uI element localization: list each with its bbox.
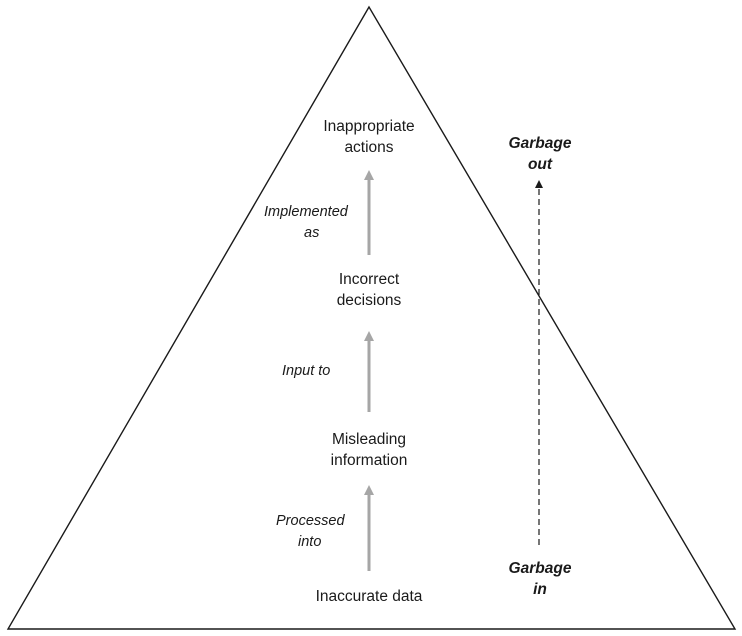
edge-processed-line1: Processed — [276, 513, 345, 529]
edge-input-line1: Input to — [282, 363, 331, 379]
node-information-line2: information — [330, 452, 408, 469]
node-decisions-line2: decisions — [336, 292, 402, 309]
edge-implemented-line1: Implemented — [264, 204, 348, 220]
garbage-out-line1: Garbage — [508, 135, 572, 152]
edge-implemented-line2: as — [304, 225, 320, 241]
node-inappropriate-actions: Inappropriate actions — [323, 116, 414, 158]
node-misleading-information: Misleading information — [331, 429, 408, 471]
node-actions-line1: Inappropriate — [323, 118, 415, 135]
garbage-in-line2: in — [533, 581, 547, 598]
garbage-in-label: Garbage in — [509, 558, 572, 600]
node-actions-line2: actions — [344, 139, 394, 156]
pyramid-outline — [6, 5, 737, 630]
edge-label-implemented-as: Implemented as — [264, 202, 348, 244]
edge-label-processed-into: Processed into — [276, 511, 345, 553]
node-information-line1: Misleading — [331, 431, 407, 448]
garbage-out-label: Garbage out — [509, 133, 572, 175]
garbage-out-line2: out — [527, 156, 553, 173]
edge-processed-line2: into — [298, 534, 322, 550]
edge-label-input-to: Input to — [282, 361, 330, 382]
node-incorrect-decisions: Incorrect decisions — [337, 269, 402, 311]
node-inaccurate-data: Inaccurate data — [316, 586, 423, 607]
garbage-in-line1: Garbage — [508, 560, 572, 577]
node-decisions-line1: Incorrect — [338, 271, 400, 288]
node-data-line1: Inaccurate data — [315, 588, 423, 605]
